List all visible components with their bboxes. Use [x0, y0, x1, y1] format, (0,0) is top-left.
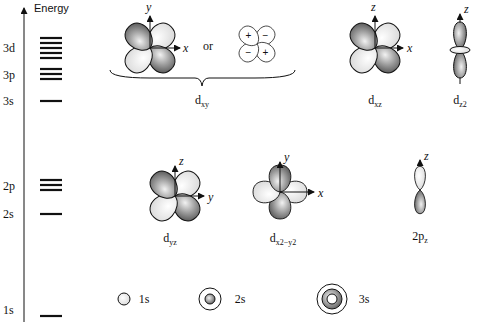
phase-sign: − — [246, 48, 252, 58]
connector-word: or — [203, 40, 213, 52]
phase-sign: + — [263, 48, 269, 58]
axis-label: z — [179, 155, 184, 167]
orbital-label: 2s — [235, 293, 246, 305]
phase-sign: + — [246, 31, 252, 41]
axis-label: y — [208, 191, 213, 203]
axis-label: x — [407, 42, 412, 54]
level-label: 3s — [3, 95, 14, 107]
level-label: 1s — [3, 304, 14, 316]
orbital-label: 1s — [139, 293, 150, 305]
orbital-label: dyz — [163, 232, 177, 244]
level-label: 2s — [3, 208, 14, 220]
subscript: yz — [169, 238, 177, 247]
phase-sign: − — [263, 31, 269, 41]
subscript: xy — [201, 100, 209, 109]
orbital-label: dxz — [368, 94, 382, 106]
axis-label: x — [183, 42, 188, 54]
axis-label: z — [464, 3, 469, 15]
orbital-label: 3s — [359, 293, 370, 305]
level-label: 3p — [3, 69, 15, 81]
level-label: 2p — [3, 180, 15, 192]
axis-label: x — [318, 187, 323, 199]
axis-label: y — [146, 1, 151, 13]
subscript: xz — [374, 100, 382, 109]
subscript: x2−y2 — [276, 238, 297, 247]
axis-title: Energy — [34, 3, 69, 14]
orbital-label: dxy — [195, 94, 209, 106]
axis-label: z — [371, 1, 376, 13]
axis-label: z — [424, 150, 429, 162]
orbital-label: 2pz — [412, 230, 428, 242]
subscript: z — [424, 236, 428, 245]
axis-label: y — [284, 151, 289, 163]
level-label: 3d — [3, 42, 15, 54]
orbital-label: dz2 — [453, 94, 467, 106]
orbital-label: dx2−y2 — [270, 232, 297, 244]
subscript: z2 — [459, 100, 467, 109]
